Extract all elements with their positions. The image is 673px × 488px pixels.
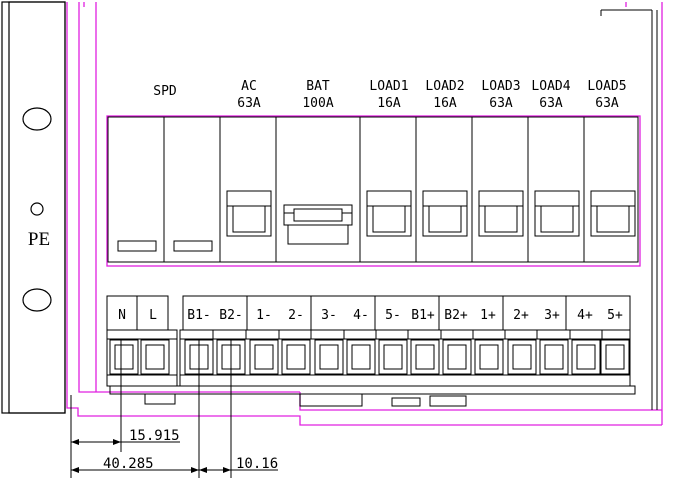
- terminal-screws: [109, 339, 630, 375]
- breaker-label-load1: LOAD1: [369, 79, 408, 94]
- terminal-screw-2-plus: [507, 339, 537, 375]
- terminal-label-3-plus: 3+: [544, 308, 560, 323]
- terminal-label-5-minus: 5-: [385, 308, 401, 323]
- breaker-handle-bat: [283, 204, 353, 245]
- breaker-handle-ac: [226, 190, 272, 237]
- breaker-label-load3: LOAD3: [481, 79, 520, 94]
- spd-indicator-2: [173, 240, 213, 252]
- terminal-label-4-minus: 4-: [353, 308, 369, 323]
- breaker-label-ac: AC: [241, 79, 257, 94]
- terminal-screw-3-plus: [539, 339, 569, 375]
- breaker-row: [107, 116, 639, 263]
- breaker-rating-bat: 100A: [302, 96, 333, 111]
- mounting-slot-bottom: [22, 288, 52, 312]
- breaker-handle-load2: [422, 190, 468, 237]
- breaker-handle-load5: [590, 190, 636, 237]
- terminal-screw-3-minus: [314, 339, 344, 375]
- breaker-handle-load3: [478, 190, 524, 237]
- breaker-label-load5: LOAD5: [587, 79, 626, 94]
- breaker-label-load2: LOAD2: [425, 79, 464, 94]
- terminal-screw-4-minus: [346, 339, 376, 375]
- terminal-screw-n: [109, 339, 139, 375]
- ground-hole: [30, 202, 44, 216]
- terminal-label-b1-plus: B1+: [411, 308, 435, 323]
- terminal-screw-l: [140, 339, 170, 375]
- terminal-label-b1-minus: B1-: [187, 308, 210, 323]
- breaker-label-bat: BAT: [306, 79, 330, 94]
- right-rail: [600, 9, 658, 410]
- breaker-rating-load1: 16A: [377, 96, 401, 111]
- terminal-screw-b2-plus: [442, 339, 472, 375]
- side-panel: [1, 1, 66, 414]
- breaker-rating-ac: 63A: [237, 96, 261, 111]
- mounting-slot-top: [22, 107, 52, 131]
- dimension-labels: 15.915 40.285 10.16: [103, 428, 278, 472]
- terminal-screw-5-plus: [600, 339, 630, 375]
- dimension-lines: [70, 340, 278, 478]
- pe-label: PE: [28, 229, 50, 250]
- breaker-handle-load4: [534, 190, 580, 237]
- dimension-label-small: 15.915: [129, 428, 180, 444]
- breaker-rating-load3: 63A: [489, 96, 513, 111]
- terminal-label-b2-minus: B2-: [219, 308, 242, 323]
- terminal-screw-b1-plus: [410, 339, 440, 375]
- breaker-rating-load4: 63A: [539, 96, 563, 111]
- breaker-rating-load2: 16A: [433, 96, 457, 111]
- terminal-label-n: N: [118, 308, 126, 323]
- terminal-screw-1-plus: [474, 339, 504, 375]
- terminal-labels: N L B1- B2- 1- 2- 3- 4- 5- B1+ B2+ 1+ 2+…: [118, 308, 623, 323]
- dimension-label-terminal: 10.16: [236, 456, 278, 472]
- terminal-label-b2-plus: B2+: [444, 308, 468, 323]
- breaker-handle-load1: [366, 190, 412, 237]
- terminal-label-4-plus: 4+: [577, 308, 593, 323]
- dimension-arrows: [71, 439, 231, 473]
- terminal-label-2-minus: 2-: [288, 308, 304, 323]
- terminal-label-1-plus: 1+: [480, 308, 496, 323]
- breaker-label-load4: LOAD4: [531, 79, 570, 94]
- terminal-label-1-minus: 1-: [256, 308, 272, 323]
- breaker-label-spd: SPD: [153, 84, 177, 99]
- breaker-labels: SPD AC 63A BAT 100A LOAD1 16A LOAD2 16A …: [153, 79, 626, 111]
- dimension-label-large: 40.285: [103, 456, 154, 472]
- terminal-label-l: L: [149, 308, 157, 323]
- terminal-label-2-plus: 2+: [513, 308, 529, 323]
- terminal-screw-1-minus: [249, 339, 279, 375]
- terminal-block-frame: [106, 295, 636, 407]
- terminal-screw-2-minus: [281, 339, 311, 375]
- terminal-screw-4-plus: [571, 339, 601, 375]
- terminal-screw-5-minus: [378, 339, 408, 375]
- spd-indicator-1: [117, 240, 157, 252]
- terminal-label-5-plus: 5+: [607, 308, 623, 323]
- terminal-label-3-minus: 3-: [321, 308, 337, 323]
- breaker-handles: [226, 190, 636, 237]
- breaker-rating-load5: 63A: [595, 96, 619, 111]
